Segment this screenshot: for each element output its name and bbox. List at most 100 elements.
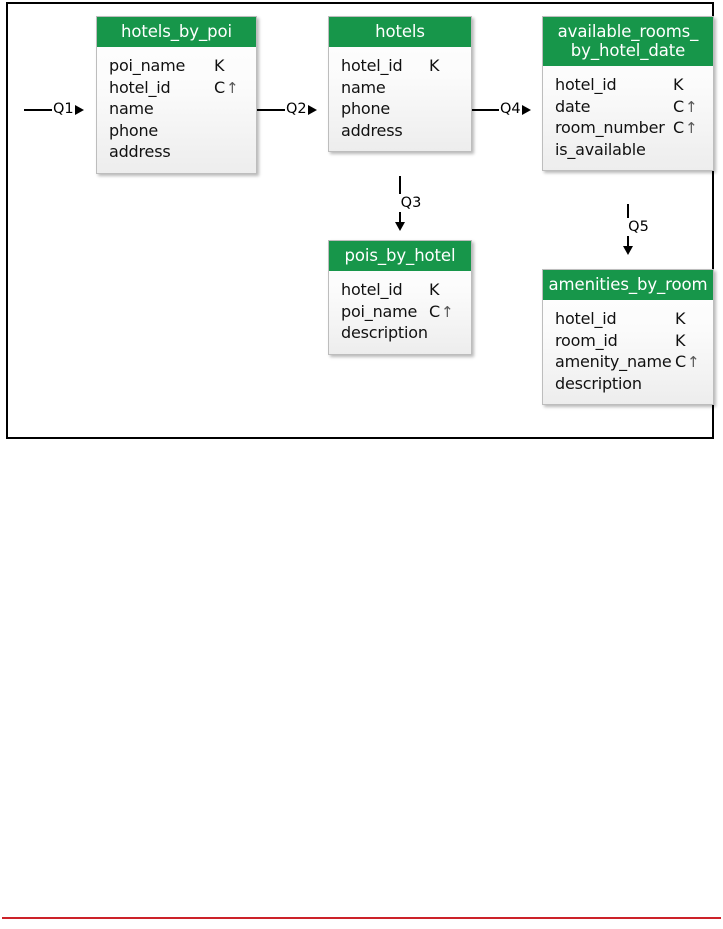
column-key: [429, 120, 459, 143]
column-name: phone: [341, 99, 391, 118]
table-row: amenity_name C↑: [555, 351, 701, 373]
arrowhead-right-icon: [307, 105, 317, 115]
column-name: address: [109, 142, 171, 161]
connector-q1: Q1: [24, 100, 84, 120]
column-key: [214, 141, 244, 164]
table-row: phone: [341, 98, 459, 120]
column-name: is_available: [555, 139, 646, 159]
column-key: C↑: [429, 301, 454, 321]
column-name: date: [555, 96, 591, 116]
connector-q2: Q2: [257, 100, 317, 120]
column-key: [214, 120, 244, 143]
table-columns-hotels-by-poi: poi_name K hotel_id C↑ name phone addres…: [97, 47, 256, 173]
connector-q3: Q3: [378, 176, 422, 231]
ascending-arrow-icon: ↑: [225, 78, 239, 97]
arrowhead-right-icon: [74, 105, 84, 115]
column-name: poi_name: [341, 301, 418, 321]
table-row: poi_name C↑: [341, 301, 459, 323]
connector-line: [627, 204, 629, 218]
column-key: [429, 77, 459, 100]
column-name: phone: [109, 120, 159, 140]
table-row: description: [555, 373, 701, 395]
column-name: hotel_id: [555, 75, 617, 94]
connector-line: [399, 176, 401, 194]
arrowhead-down-icon: [395, 222, 405, 231]
column-name: hotel_id: [341, 280, 403, 299]
column-key: [673, 139, 701, 162]
connector-line: [627, 236, 629, 246]
table-row: hotel_id K: [555, 74, 701, 96]
ascending-arrow-icon: ↑: [440, 302, 454, 321]
column-key: C↑: [673, 96, 698, 116]
table-card-hotels-by-poi[interactable]: hotels_by_poi poi_name K hotel_id C↑ nam…: [96, 16, 257, 174]
table-row: description: [341, 322, 459, 344]
arrowhead-right-icon: [521, 105, 531, 115]
diagram-frame: hotels_by_poi poi_name K hotel_id C↑ nam…: [6, 2, 714, 439]
table-row: address: [341, 120, 459, 142]
column-key: K: [214, 56, 225, 75]
column-key: C↑: [673, 118, 698, 137]
table-card-pois-by-hotel[interactable]: pois_by_hotel hotel_id K poi_name C↑ des…: [328, 240, 472, 355]
table-row: date C↑: [555, 96, 701, 118]
connector-label-q4: Q4: [500, 101, 521, 117]
column-name: amenity_name: [555, 352, 672, 371]
column-key: [429, 98, 459, 121]
column-name: room_id: [555, 330, 618, 350]
table-row: room_number C↑: [555, 117, 701, 139]
column-key: K: [675, 309, 686, 328]
connector-line: [257, 109, 285, 111]
column-key: C↑: [214, 77, 239, 97]
table-row: is_available: [555, 139, 701, 161]
column-key: K: [673, 75, 684, 94]
connector-q4: Q4: [472, 100, 531, 120]
table-card-amenities-by-room[interactable]: amenities_by_room hotel_id K room_id K a…: [542, 269, 714, 405]
connector-label-q2: Q2: [286, 101, 307, 117]
column-key: K: [429, 280, 440, 299]
table-row: room_id K: [555, 330, 701, 352]
column-key: C↑: [675, 352, 700, 371]
arrowhead-down-icon: [623, 246, 633, 255]
table-columns-pois-by-hotel: hotel_id K poi_name C↑ description: [329, 271, 471, 354]
connector-q5: Q5: [606, 204, 650, 255]
column-name: hotel_id: [109, 77, 171, 97]
column-name: hotel_id: [555, 309, 617, 328]
column-name: name: [341, 77, 386, 97]
ascending-arrow-icon: ↑: [686, 353, 700, 371]
connector-label-q1: Q1: [53, 101, 74, 117]
table-row: hotel_id K: [341, 279, 459, 301]
column-name: poi_name: [109, 56, 186, 75]
column-name: description: [341, 323, 428, 342]
table-card-available-rooms-by-hotel-date[interactable]: available_rooms_ by_hotel_date hotel_id …: [542, 16, 714, 171]
table-title-available-rooms-by-hotel-date: available_rooms_ by_hotel_date: [543, 17, 713, 66]
connector-line: [472, 109, 499, 111]
column-key: [675, 373, 701, 396]
table-row: hotel_id K: [341, 55, 459, 77]
connector-line: [24, 109, 52, 111]
column-name: name: [109, 99, 154, 118]
footer-divider: [2, 917, 721, 919]
table-row: phone: [109, 120, 244, 142]
column-name: hotel_id: [341, 56, 403, 75]
connector-label-q5: Q5: [628, 219, 649, 235]
table-row: address: [109, 141, 244, 163]
table-columns-amenities-by-room: hotel_id K room_id K amenity_name C↑ des…: [543, 300, 713, 404]
column-name: description: [555, 373, 642, 393]
table-row: name: [109, 98, 244, 120]
column-name: room_number: [555, 118, 665, 137]
column-key: K: [675, 330, 686, 350]
column-name: address: [341, 120, 403, 140]
table-title-hotels-by-poi: hotels_by_poi: [97, 17, 256, 47]
table-row: hotel_id K: [555, 308, 701, 330]
table-row: name: [341, 77, 459, 99]
column-key: [429, 322, 459, 345]
table-card-hotels[interactable]: hotels hotel_id K name phone address: [328, 16, 472, 152]
connector-label-q3: Q3: [400, 195, 422, 211]
table-row: hotel_id C↑: [109, 77, 244, 99]
connector-line: [399, 212, 401, 222]
column-key: [214, 98, 244, 121]
ascending-arrow-icon: ↑: [684, 119, 698, 137]
table-title-hotels: hotels: [329, 17, 471, 47]
table-title-pois-by-hotel: pois_by_hotel: [329, 241, 471, 271]
table-columns-available-rooms-by-hotel-date: hotel_id K date C↑ room_number C↑ is_ava…: [543, 66, 713, 170]
table-row: poi_name K: [109, 55, 244, 77]
